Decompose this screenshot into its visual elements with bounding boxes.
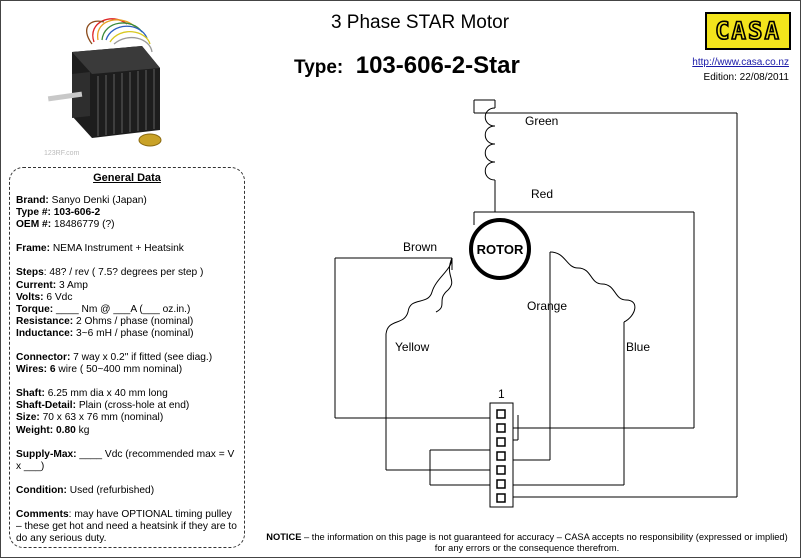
logo-text: CASA: [714, 16, 781, 46]
general-data-panel: General Data Brand: Sanyo Denki (Japan) …: [9, 167, 245, 548]
size-row: Size: 70 x 63 x 76 mm (nominal): [16, 412, 164, 424]
shaft-row: Shaft: 6.25 mm dia x 40 mm long: [16, 388, 168, 400]
website-link[interactable]: http://www.casa.co.nz: [692, 57, 789, 68]
shaft-detail-row: Shaft-Detail: Plain (cross-hole at end): [16, 400, 190, 412]
edition-date: Edition: 22/08/2011: [703, 72, 789, 83]
volts-row: Volts: 6 Vdc: [16, 291, 73, 303]
connector-pin-label: 1: [498, 387, 505, 401]
coil-label-brown: Brown: [403, 240, 437, 254]
general-data-title: General Data: [93, 172, 161, 184]
rotor-label: ROTOR: [477, 242, 524, 257]
supply-max-row: Supply-Max: ____ Vdc (recommended max = …: [16, 448, 235, 472]
inductance-row: Inductance: 3~6 mH / phase (nominal): [16, 327, 194, 339]
connector-row: Connector: 7 way x 0.2" if fitted (see d…: [16, 352, 213, 364]
comments-row: Comments: may have OPTIONAL timing pulle…: [16, 508, 237, 545]
type-row: Type: 103-606-2-Star: [294, 52, 520, 80]
frame-row: Frame: NEMA Instrument + Heatsink: [16, 243, 184, 255]
rotor-circle: [469, 218, 531, 280]
current-row: Current: 3 Amp: [16, 279, 88, 291]
weight-row: Weight: 0.80 kg: [16, 424, 90, 436]
steps-row: Steps: 48? / rev ( 7.5? degrees per step…: [16, 267, 204, 279]
oem-row: OEM #: 18486779 (?): [16, 219, 115, 231]
photo-watermark: 123RF.com: [44, 150, 80, 157]
motor-photo: 123RF.com: [32, 12, 182, 162]
coil-label-blue: Blue: [626, 340, 650, 354]
casa-logo: CASA: [705, 12, 791, 50]
torque-row: Torque: ____ Nm @ ___A (___ oz.in.): [16, 303, 191, 315]
type-value: 103-606-2-Star: [355, 52, 520, 79]
brand-row: Brand: Sanyo Denki (Japan): [16, 195, 147, 207]
resistance-row: Resistance: 2 Ohms / phase (nominal): [16, 315, 194, 327]
wires-row: Wires: 6 wire ( 50~400 mm nominal): [16, 364, 183, 376]
type-label: Type:: [294, 57, 344, 78]
coil-label-orange: Orange: [527, 299, 567, 313]
coil-label-yellow: Yellow: [395, 340, 430, 354]
type-number-row: Type #: 103-606-2: [16, 207, 101, 219]
notice-text: NOTICE – the information on this page is…: [266, 532, 788, 553]
coil-label-green: Green: [525, 114, 558, 128]
page-title: 3 Phase STAR Motor: [330, 12, 510, 33]
condition-row: Condition: Used (refurbished): [16, 484, 155, 496]
coil-label-red: Red: [531, 187, 553, 201]
